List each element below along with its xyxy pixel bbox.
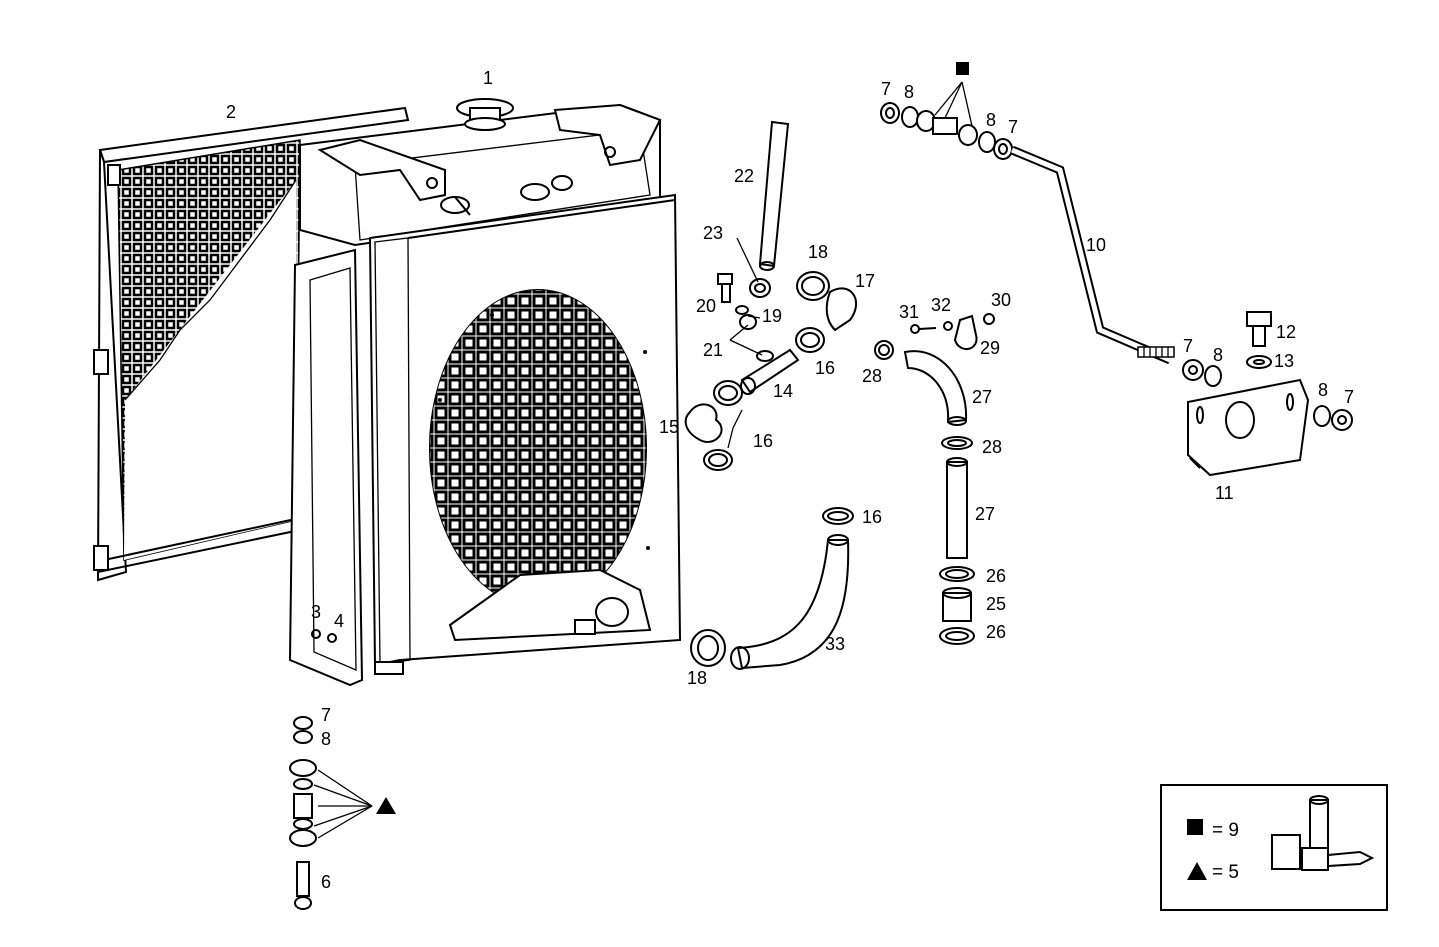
part-number-16: 16 [862,507,882,527]
part-number-17: 17 [855,271,875,291]
part-number-14: 14 [773,381,793,401]
hose-27-group [874,313,995,645]
part-number-15: 15 [659,417,679,437]
part-number-20: 20 [696,296,716,316]
part-number-7: 7 [1183,336,1193,356]
part-number-4: 4 [334,611,344,631]
part-number-8: 8 [321,729,331,749]
part-number-8: 8 [904,82,914,102]
square-marker-icon [956,62,969,75]
part-number-6: 6 [321,872,331,892]
part-number-33: 33 [825,634,845,654]
grille-panel [93,106,410,582]
part-number-31: 31 [899,302,919,322]
part-number-29: 29 [980,338,1000,358]
mount-stack [289,716,396,910]
square-kit-count: = 9 [1212,820,1239,841]
leader-lines [736,237,761,319]
lower-hose-33 [690,507,854,670]
triangle-kit-count: = 5 [1212,862,1239,883]
part-number-8: 8 [986,110,996,130]
radiator-body [288,98,682,687]
part-number-11: 11 [1215,483,1234,503]
part-number-22: 22 [734,166,754,186]
part-number-23: 23 [703,223,723,243]
kit-parts-icon [1271,795,1375,871]
kit-legend-box: = 9 = 5 [1160,784,1388,911]
part-number-3: 3 [311,602,321,622]
part-number-7: 7 [881,79,891,99]
tie-rod-assembly [880,62,1353,477]
square-marker-icon [1187,819,1203,835]
part-number-32: 32 [931,295,951,315]
part-number-30: 30 [991,290,1011,310]
part-number-18: 18 [687,668,707,688]
part-number-8: 8 [1213,345,1223,365]
part-number-21: 21 [703,340,723,360]
part-number-26: 26 [986,566,1006,586]
part-number-18: 18 [808,242,828,262]
part-number-26: 26 [986,622,1006,642]
hose-assembly [684,120,857,471]
part-number-28: 28 [982,437,1002,457]
part-number-13: 13 [1274,351,1294,371]
part-number-7: 7 [1008,117,1018,137]
part-number-27: 27 [975,504,995,524]
part-number-25: 25 [986,594,1006,614]
part-number-10: 10 [1086,235,1106,255]
triangle-marker-icon [1187,862,1207,880]
part-number-8: 8 [1318,380,1328,400]
part-number-28: 28 [862,366,882,386]
part-number-7: 7 [321,705,331,725]
triangle-marker-icon [376,797,396,814]
part-number-7: 7 [1344,387,1354,407]
part-number-27: 27 [972,387,992,407]
part-number-16: 16 [815,358,835,378]
part-number-16: 16 [753,431,773,451]
part-labels: 1 2 3 4 6 7 8 7 8 8 7 10 11 12 13 7 8 8 … [226,68,1354,892]
part-number-2: 2 [226,102,236,122]
part-number-1: 1 [483,68,493,88]
part-number-12: 12 [1276,322,1296,342]
part-number-19: 19 [762,306,782,326]
